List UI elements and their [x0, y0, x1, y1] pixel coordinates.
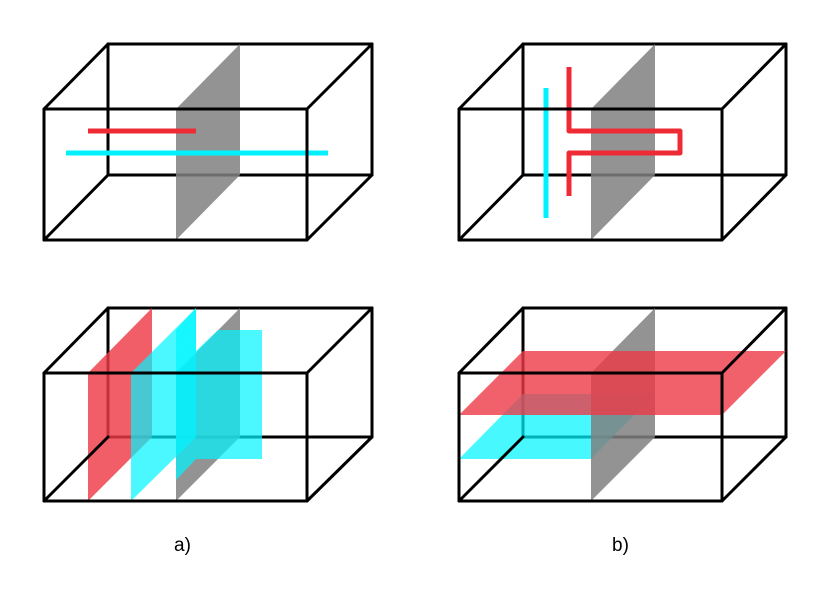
box-edge — [720, 306, 788, 375]
box-edge — [305, 435, 374, 503]
box-edge — [305, 42, 374, 111]
box-edge — [42, 306, 110, 375]
cyan-vertical-plane — [176, 330, 196, 480]
label-a: a) — [174, 535, 191, 556]
panel-a-top — [42, 42, 374, 242]
box-edge — [457, 306, 525, 375]
box-edge — [305, 173, 374, 242]
label-b: b) — [612, 535, 629, 556]
box-edge — [305, 306, 374, 375]
box-edge — [720, 173, 788, 242]
panel-b-top — [457, 42, 788, 242]
cyan-vertical-plane — [196, 330, 262, 459]
red-folded-line — [566, 67, 683, 196]
red-horizontal-plane — [459, 351, 786, 415]
box-edge — [42, 173, 110, 242]
panel-b-bottom — [457, 306, 788, 503]
box-edge — [457, 42, 525, 111]
box-edge — [42, 435, 110, 503]
gray-divider-plane — [591, 44, 655, 240]
box-edge — [720, 42, 788, 111]
box-edge — [720, 435, 788, 503]
box-edge — [457, 435, 525, 503]
box-edge — [457, 173, 525, 242]
box-edge — [42, 42, 110, 111]
gray-divider-plane — [176, 44, 240, 240]
cyan-vertical-plane — [176, 308, 196, 351]
panel-a-bottom — [42, 306, 374, 503]
